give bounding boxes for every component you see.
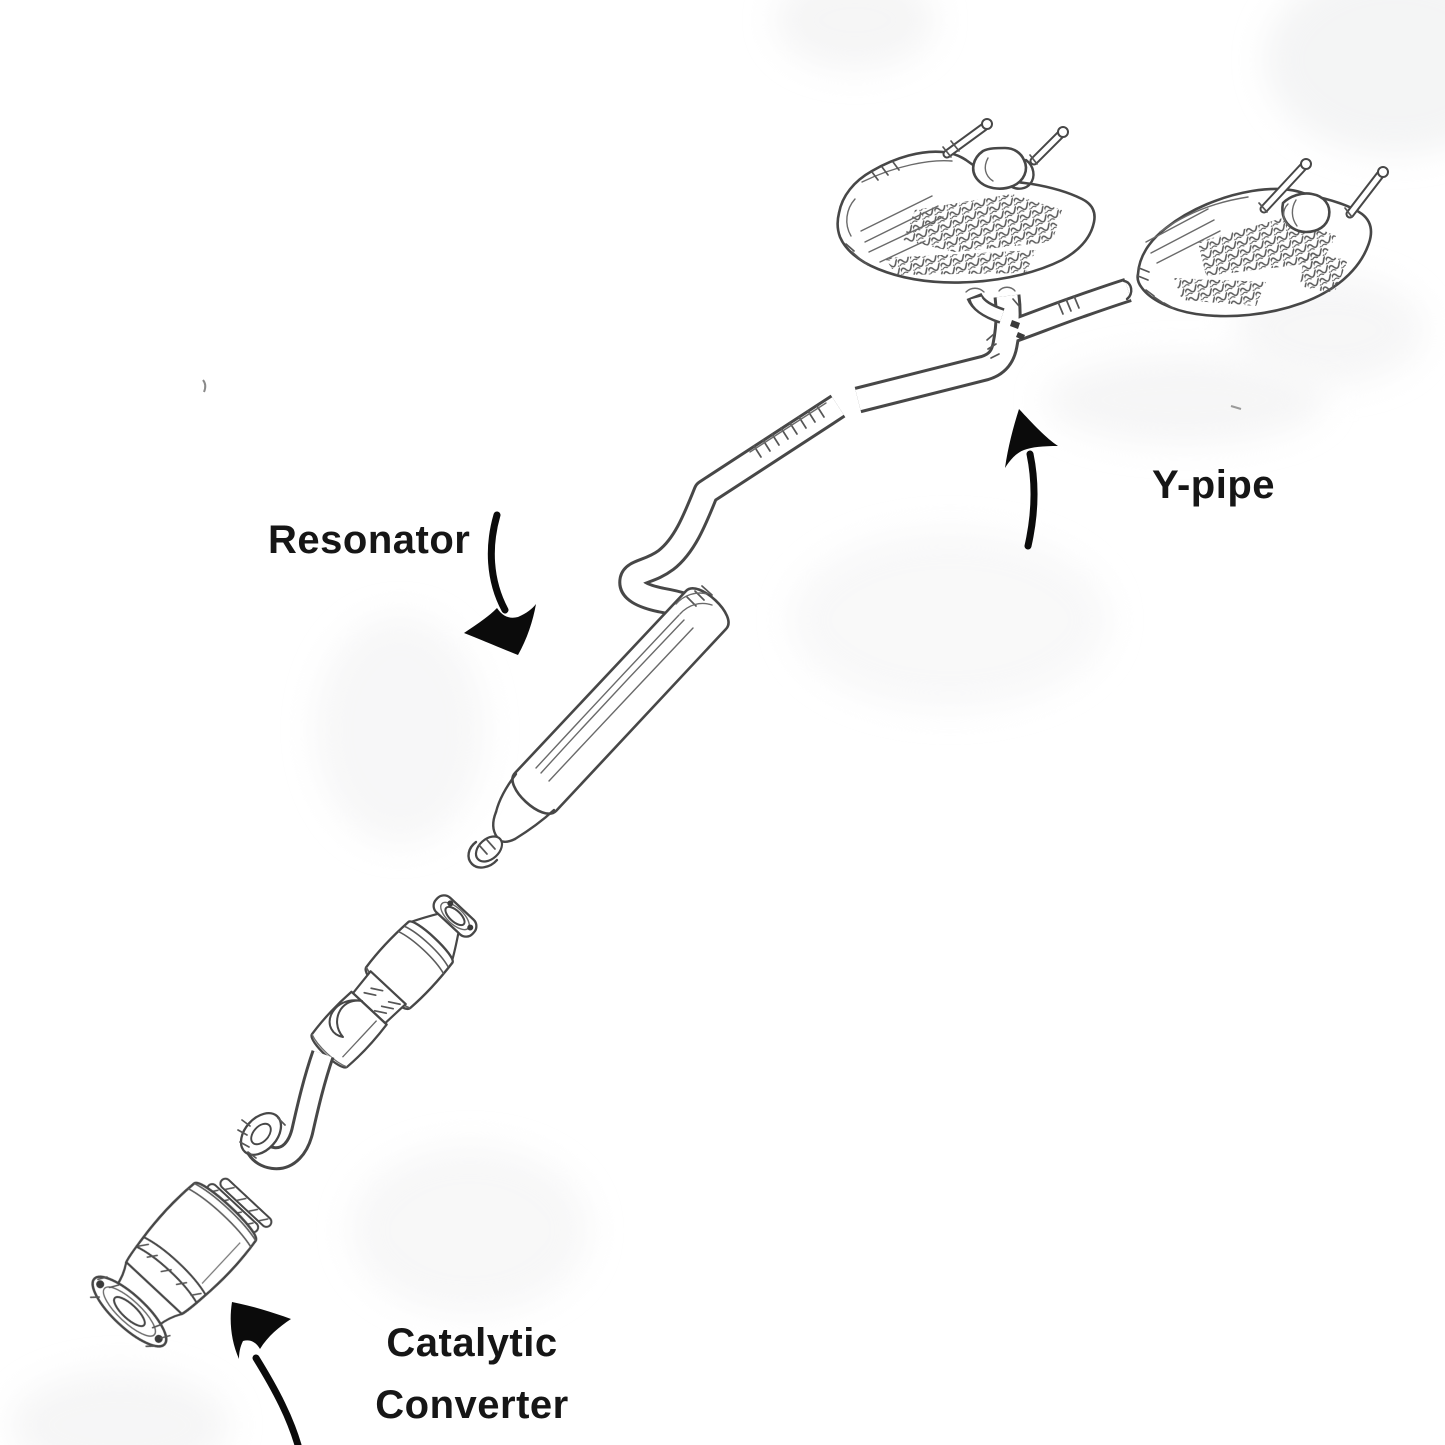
junction-weld-dot <box>1010 320 1020 329</box>
resonator <box>467 585 730 869</box>
left-muffler-hanger-pin-1 <box>942 118 993 159</box>
left-muffler-hanger-pin-2 <box>1029 126 1069 166</box>
y-pipe <box>854 278 1133 414</box>
left-muffler-hatch <box>885 194 1062 275</box>
catalytic-converter-label-line1: Catalytic <box>386 1321 558 1365</box>
catalytic-converter-label-line2: Converter <box>375 1383 569 1427</box>
y-pipe-label: Y-pipe <box>1152 463 1276 507</box>
catalytic-converter <box>89 1177 273 1348</box>
right-muffler-inlet-funnel <box>1281 192 1331 234</box>
intermediate-pipe <box>618 394 846 627</box>
catalytic-converter-label: Catalytic Converter <box>322 1312 622 1436</box>
right-muffler-hanger-pin-2 <box>1344 166 1389 219</box>
resonator-label: Resonator <box>268 518 471 562</box>
y-pipe-arrow <box>1005 409 1058 550</box>
flex-pipe-assembly <box>237 894 478 1171</box>
right-muffler <box>1136 158 1389 318</box>
left-muffler <box>836 118 1096 284</box>
stray-marks <box>202 379 1242 410</box>
resonator-arrow <box>464 511 536 655</box>
junction-weld-dot <box>1016 332 1025 340</box>
left-muffler-inlet-cup <box>971 146 1035 190</box>
right-muffler-hanger-pin-1 <box>1258 158 1312 214</box>
catalytic-converter-arrow <box>230 1302 302 1445</box>
hanger-hook <box>328 999 363 1038</box>
